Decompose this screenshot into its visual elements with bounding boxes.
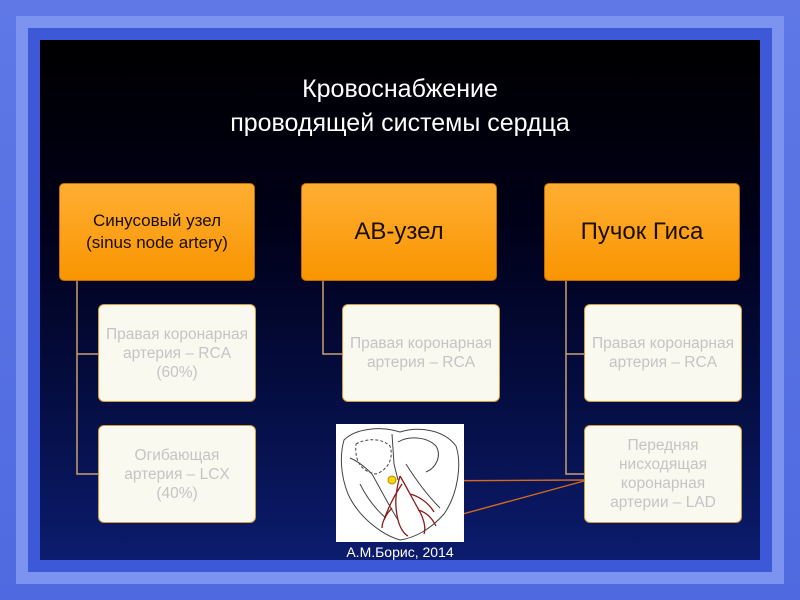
- title-line-1: Кровоснабжение: [302, 75, 498, 103]
- header-sinus-node: Синусовый узел (sinus node artery): [59, 183, 255, 281]
- slide-title: Кровоснабжение проводящей системы сердца: [40, 72, 760, 140]
- box-his-rca: Правая коронарная артерия – RCA: [584, 304, 742, 402]
- av-node-marker: [387, 475, 397, 485]
- box-sinus-lcx: Огибающая артерия – LCX (40%): [98, 425, 256, 523]
- heart-illustration: [336, 424, 464, 542]
- slide: Кровоснабжение проводящей системы сердца…: [40, 40, 760, 560]
- author-credit: А.М.Борис, 2014: [346, 544, 454, 560]
- pointer-line-bottom: [447, 480, 585, 519]
- header-av-node: АВ-узел: [301, 183, 497, 281]
- connector-col2: [322, 280, 343, 355]
- box-his-lad: Передняя нисходящая коронарная артерии –…: [584, 425, 742, 523]
- connector-col3: [565, 280, 584, 475]
- box-sinus-rca: Правая коронарная артерия – RCA (60%): [98, 304, 256, 402]
- title-line-2: проводящей системы сердца: [230, 109, 570, 137]
- box-av-rca: Правая коронарная артерия – RCA: [342, 304, 500, 402]
- connector-col1: [76, 280, 98, 475]
- header-his-bundle: Пучок Гиса: [544, 183, 740, 281]
